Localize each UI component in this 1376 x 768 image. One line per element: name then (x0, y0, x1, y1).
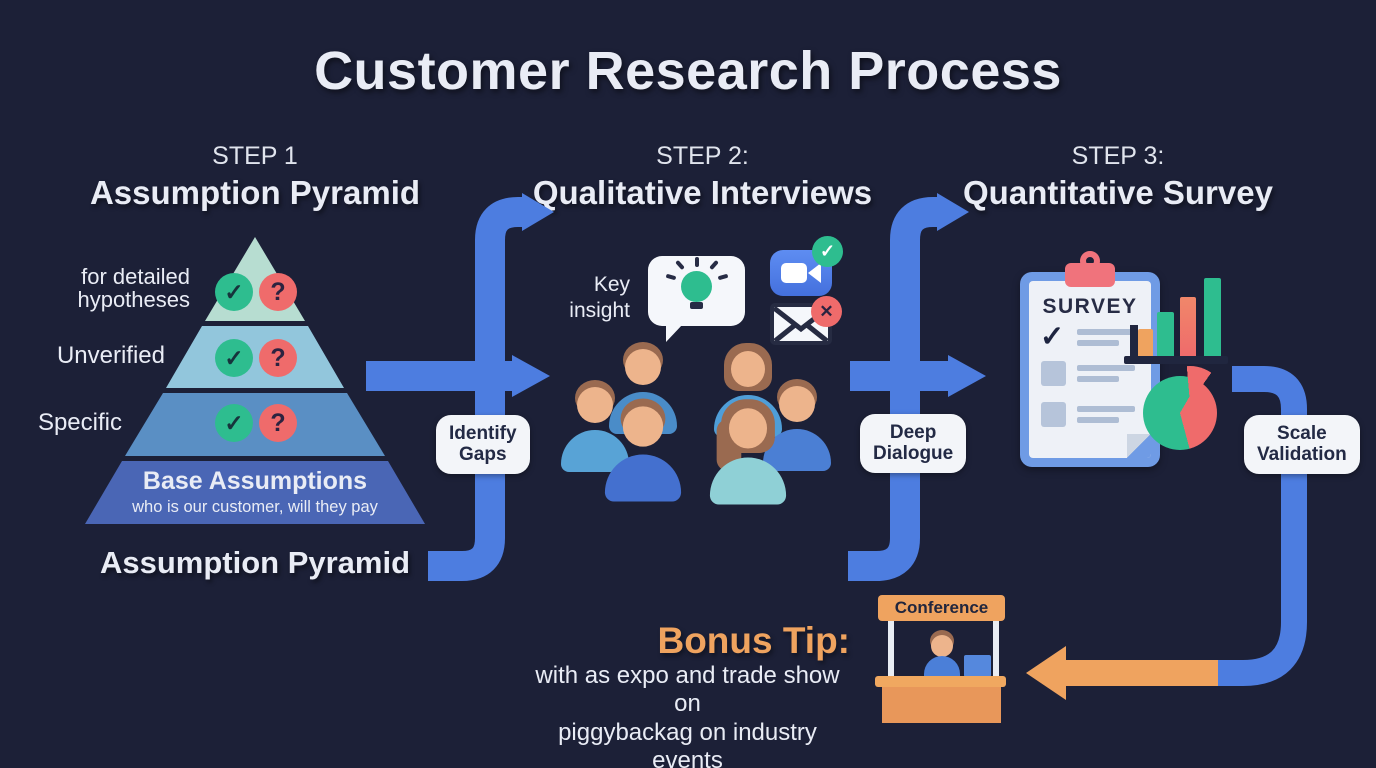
step1-label: STEP 1 (212, 142, 298, 170)
bar-chart-shelf (1124, 356, 1228, 364)
pyramid-base-title: Base Assumptions (142, 467, 368, 495)
check-icon: ✓ (215, 339, 253, 377)
paper-fold-corner (1127, 434, 1151, 458)
step2-label: STEP 2: (656, 142, 749, 170)
bonus-tip-line-1: with as expo and trade show on (535, 662, 840, 718)
step3-header: STEP 3: Quantitative Survey (938, 142, 1298, 212)
survey-title: SURVEY (1042, 295, 1138, 318)
booth-sign: Conference (878, 595, 1005, 621)
speech-bubble-tail (666, 324, 683, 342)
survey-text-line (1077, 376, 1119, 382)
step2-title: Qualitative Interviews (532, 174, 873, 211)
bar-chart-bar (1180, 297, 1196, 356)
lightbulb-ray (695, 257, 699, 267)
camera-lens (808, 263, 821, 283)
lightbulb-base (690, 302, 703, 309)
lightbulb-ray (709, 259, 719, 271)
page-title: Customer Research Process (314, 41, 1062, 101)
checked-item-icon: ✓ (1040, 321, 1065, 353)
person-avatar (600, 396, 685, 504)
face (731, 351, 765, 387)
survey-text-line (1077, 417, 1119, 423)
checkbox-icon (1041, 361, 1066, 386)
pyramid-label-hypotheses: for detailed hypotheses (77, 264, 190, 313)
arrowhead-icon (522, 193, 554, 231)
face (779, 386, 815, 422)
booth-counter-top (875, 676, 1006, 687)
bar-chart-bar (1157, 312, 1174, 356)
check-icon: ✓ (215, 404, 253, 442)
clipboard-clip (1065, 263, 1115, 287)
step3-title: Quantitative Survey (963, 174, 1273, 211)
booth-pole-right (993, 618, 999, 678)
survey-text-line (1077, 406, 1135, 412)
step3-label: STEP 3: (1071, 142, 1165, 170)
deep-dialogue-badge: Deep Dialogue (860, 414, 967, 473)
booth-counter (882, 687, 1001, 723)
speech-bubble (648, 256, 745, 326)
step2-header: STEP 2: Qualitative Interviews (520, 142, 885, 212)
booth-box (964, 655, 991, 677)
pyramid-level-4 (85, 461, 425, 524)
face (577, 387, 613, 423)
lightbulb-ray (717, 273, 729, 281)
survey-text-line (1077, 365, 1135, 371)
x-badge-icon: ✕ (811, 296, 842, 327)
question-icon: ? (259, 273, 297, 311)
survey-text-line (1077, 340, 1119, 346)
survey-clipboard: SURVEY ✓ (1020, 272, 1160, 467)
survey-text-line (1077, 329, 1135, 335)
pyramid-caption: Assumption Pyramid (99, 545, 411, 580)
video-camera-icon (770, 250, 832, 296)
check-badge-icon: ✓ (812, 236, 843, 267)
pyramid-label-specific: Specific (37, 409, 122, 436)
booth-person-face (931, 635, 953, 657)
survey-paper: SURVEY ✓ (1029, 281, 1151, 458)
assumption-pyramid: ✓ ? ✓ ? ✓ ? Base Assumptions who is our … (85, 237, 425, 524)
pyramid-level-3 (85, 393, 425, 456)
face (728, 408, 768, 449)
bar-chart-bar (1138, 329, 1153, 356)
identify-gaps-badge: Identify Gaps (436, 415, 530, 474)
conference-booth: Conference (868, 590, 1013, 730)
lightbulb-ray (665, 273, 677, 281)
bar-chart-bar (1204, 278, 1221, 356)
bonus-tip-line-2: piggybackag on industry events (558, 718, 817, 768)
bar-chart-axis (1130, 325, 1138, 357)
face (622, 406, 664, 447)
lightbulb-ray (675, 259, 685, 271)
camera-body (781, 263, 807, 283)
face (625, 349, 661, 385)
booth-pole-left (888, 618, 894, 678)
pyramid-label-unverified: Unverified (56, 342, 165, 369)
bonus-tip-block: Bonus Tip: with as expo and trade show o… (525, 620, 850, 768)
step1-header: STEP 1 Assumption Pyramid (65, 142, 445, 212)
arrowhead-icon (1026, 646, 1066, 700)
check-icon: ✓ (215, 273, 253, 311)
step1-title: Assumption Pyramid (89, 174, 421, 211)
arrowhead-icon (512, 355, 550, 397)
arrowhead-icon (937, 193, 969, 231)
question-icon: ? (259, 404, 297, 442)
checkbox-icon (1041, 402, 1066, 427)
shoulders (604, 454, 682, 502)
pie-chart-slice (1153, 366, 1227, 440)
bonus-tip-title: Bonus Tip: (657, 620, 850, 661)
question-icon: ? (259, 339, 297, 377)
pyramid-base-subtitle: who is our customer, will they pay (132, 498, 378, 516)
scale-validation-badge: Scale Validation (1244, 415, 1360, 474)
person-avatar (705, 399, 790, 507)
arrowhead-icon (948, 355, 986, 397)
key-insight-label: Key insight (569, 273, 630, 323)
lightbulb-icon (681, 271, 712, 302)
arrow-curve-step3-to-bonus (1218, 366, 1307, 686)
